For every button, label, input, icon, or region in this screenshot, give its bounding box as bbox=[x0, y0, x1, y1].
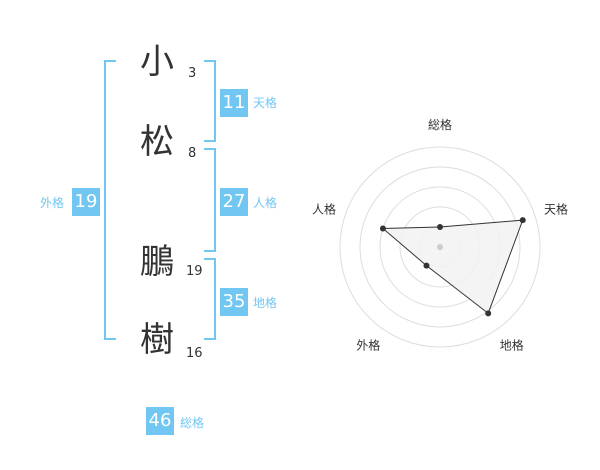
name-char-1: 小 bbox=[140, 42, 174, 82]
gaikaku-label: 外格 bbox=[40, 196, 65, 210]
chikaku-label: 地格 bbox=[253, 296, 278, 310]
name-char-4: 樹 bbox=[140, 320, 174, 360]
gaikaku-bracket bbox=[104, 60, 116, 340]
radar-axis-label-3: 外格 bbox=[356, 338, 380, 353]
radar-point-2 bbox=[485, 310, 492, 317]
radar-point-4 bbox=[379, 225, 386, 232]
radar-ring-4 bbox=[359, 166, 521, 328]
radar-axis-label-2: 地格 bbox=[500, 338, 524, 353]
chikaku-value: 35 bbox=[220, 288, 248, 316]
stroke-count-4: 16 bbox=[186, 346, 203, 361]
chikaku-bracket bbox=[204, 258, 216, 340]
jinkaku-label: 人格 bbox=[253, 196, 278, 210]
jinkaku-value: 27 bbox=[220, 188, 248, 216]
radar-point-3 bbox=[423, 262, 430, 269]
stroke-count-3: 19 bbox=[186, 264, 203, 279]
tenkaku-bracket bbox=[204, 60, 216, 142]
jinkaku-bracket bbox=[204, 148, 216, 252]
name-char-3: 鵬 bbox=[140, 242, 174, 282]
name-char-2: 松 bbox=[140, 122, 174, 162]
radar-ring-5 bbox=[339, 146, 541, 348]
stroke-count-1: 3 bbox=[188, 66, 197, 81]
radar-point-1 bbox=[519, 217, 526, 224]
radar-series-area bbox=[381, 219, 524, 315]
stroke-count-2: 8 bbox=[188, 146, 197, 161]
tenkaku-label: 天格 bbox=[253, 96, 278, 110]
radar-series-points bbox=[379, 217, 526, 317]
radar-axis-label-0: 総格 bbox=[428, 117, 452, 132]
radar-axis-label-4: 人格 bbox=[312, 201, 336, 216]
soukaku-value: 46 bbox=[146, 407, 174, 435]
soukaku-label: 総格 bbox=[180, 416, 205, 430]
radar-axis-label-1: 天格 bbox=[544, 201, 568, 216]
gaikaku-value: 19 bbox=[72, 188, 100, 216]
radar-center-dot bbox=[437, 244, 443, 250]
tenkaku-value: 11 bbox=[220, 89, 248, 117]
radar-point-0 bbox=[437, 224, 443, 230]
